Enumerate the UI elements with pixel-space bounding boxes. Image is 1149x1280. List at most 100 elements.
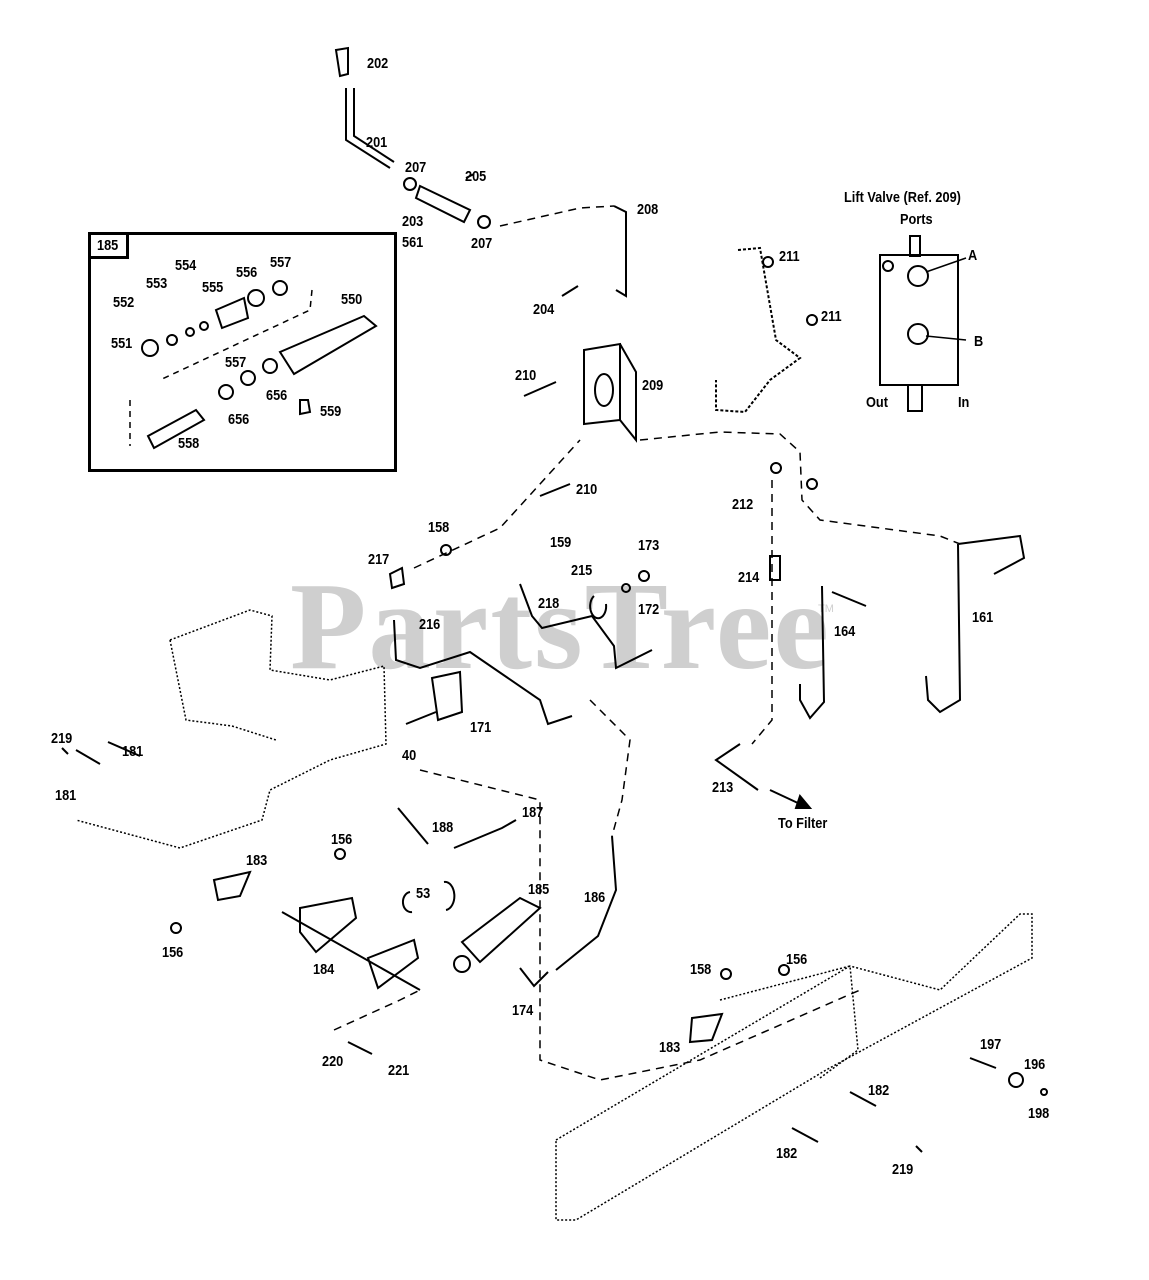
inset-label-557b: 557 [225, 354, 247, 371]
port-a-circle [907, 265, 929, 287]
retaining-ring-53b [443, 880, 456, 911]
lift-valve-subtitle: Ports [900, 211, 933, 228]
callout-188: 188 [432, 819, 454, 836]
callout-184: 184 [313, 961, 335, 978]
callout-221: 221 [388, 1062, 410, 1079]
callout-561: 561 [402, 234, 424, 251]
elbow-217 [388, 566, 406, 590]
nut-172 [621, 583, 631, 593]
hose-path-f [419, 769, 861, 1081]
callout-196: 196 [1024, 1056, 1046, 1073]
inset-553 [185, 327, 195, 337]
callout-220: 220 [322, 1053, 344, 1070]
valve-209 [583, 342, 637, 443]
hose-187 [453, 819, 517, 849]
hose-path-a [499, 205, 615, 227]
to-filter-label: To Filter [778, 815, 828, 832]
callout-207a: 207 [405, 159, 427, 176]
to-filter-arrowhead [794, 793, 813, 809]
lead-a [925, 257, 967, 273]
tube-164 [799, 585, 867, 720]
pin-205 [465, 173, 475, 179]
inset-label-656b: 656 [228, 411, 250, 428]
callout-181b: 181 [55, 787, 77, 804]
callout-205: 205 [465, 168, 487, 185]
callout-209: 209 [642, 377, 664, 394]
bracket [715, 246, 802, 414]
hose-186 [555, 835, 618, 971]
inset-555 [214, 296, 250, 330]
callout-159: 159 [550, 534, 572, 551]
callout-213: 213 [712, 779, 734, 796]
inset-559 [299, 399, 312, 416]
cylinder-rod-end [453, 955, 471, 973]
bolt-181a [107, 741, 141, 757]
callout-214: 214 [738, 569, 760, 586]
rod-201 [345, 88, 391, 169]
pin-197 [969, 1057, 997, 1069]
bolt-210a [523, 381, 557, 397]
watermark: PartsTree [290, 558, 831, 696]
washer-196 [1008, 1072, 1024, 1088]
callout-173: 173 [638, 537, 660, 554]
callout-216: 216 [419, 616, 441, 633]
plate-183b [688, 1012, 724, 1044]
cotter-204 [561, 285, 579, 297]
bolt-181b [75, 749, 101, 765]
callout-182b: 182 [776, 1145, 798, 1162]
cylinder-185 [460, 896, 542, 964]
callout-187: 187 [522, 804, 544, 821]
nut-211b [806, 314, 818, 326]
hose-188 [397, 807, 429, 845]
callout-218: 218 [538, 595, 560, 612]
inset-label-551: 551 [111, 335, 133, 352]
callout-174: 174 [512, 1002, 534, 1019]
nut-156b [170, 922, 182, 934]
nut-156a [334, 848, 346, 860]
hose-path-c [751, 480, 773, 745]
nut-211a [762, 256, 774, 268]
callout-158b: 158 [690, 961, 712, 978]
frame-upper-side [169, 639, 277, 741]
inset-label-553: 553 [146, 275, 168, 292]
tube-213b [714, 743, 759, 791]
lift-valve-title: Lift Valve (Ref. 209) [844, 189, 961, 206]
callout-210b: 210 [576, 481, 598, 498]
bushing-207a [403, 177, 417, 191]
washer-215 [589, 595, 608, 620]
port-out-label: Out [866, 394, 888, 411]
inset-552 [166, 334, 178, 346]
callout-53: 53 [416, 885, 431, 902]
port-small [882, 260, 894, 272]
inset-551 [141, 339, 159, 357]
inset-label-556: 556 [236, 264, 258, 281]
callout-156a: 156 [331, 831, 353, 848]
inset-label-552: 552 [113, 294, 135, 311]
callout-208: 208 [637, 201, 659, 218]
callout-183b: 183 [659, 1039, 681, 1056]
callout-197: 197 [980, 1036, 1002, 1053]
nut-158 [440, 544, 452, 556]
bushing-207b [477, 215, 491, 229]
clip-219b [915, 1145, 923, 1153]
lift-valve-stem-bottom [907, 384, 923, 412]
rod-201-inner [353, 88, 395, 163]
inset-557b [240, 370, 256, 386]
clamp-171 [430, 670, 464, 722]
callout-203: 203 [402, 213, 424, 230]
callout-40: 40 [402, 747, 417, 764]
callout-172: 172 [638, 601, 660, 618]
callout-217: 217 [368, 551, 390, 568]
inset-556 [247, 289, 265, 307]
port-b-circle [907, 323, 929, 345]
callout-181a: 181 [122, 743, 144, 760]
inset-label-555: 555 [202, 279, 224, 296]
callout-212: 212 [732, 496, 754, 513]
nut-212b [806, 478, 818, 490]
inset-ref: 185 [97, 237, 119, 254]
hose-path-e [589, 699, 631, 837]
callout-219a: 219 [51, 730, 73, 747]
lift-valve-body [879, 254, 959, 386]
